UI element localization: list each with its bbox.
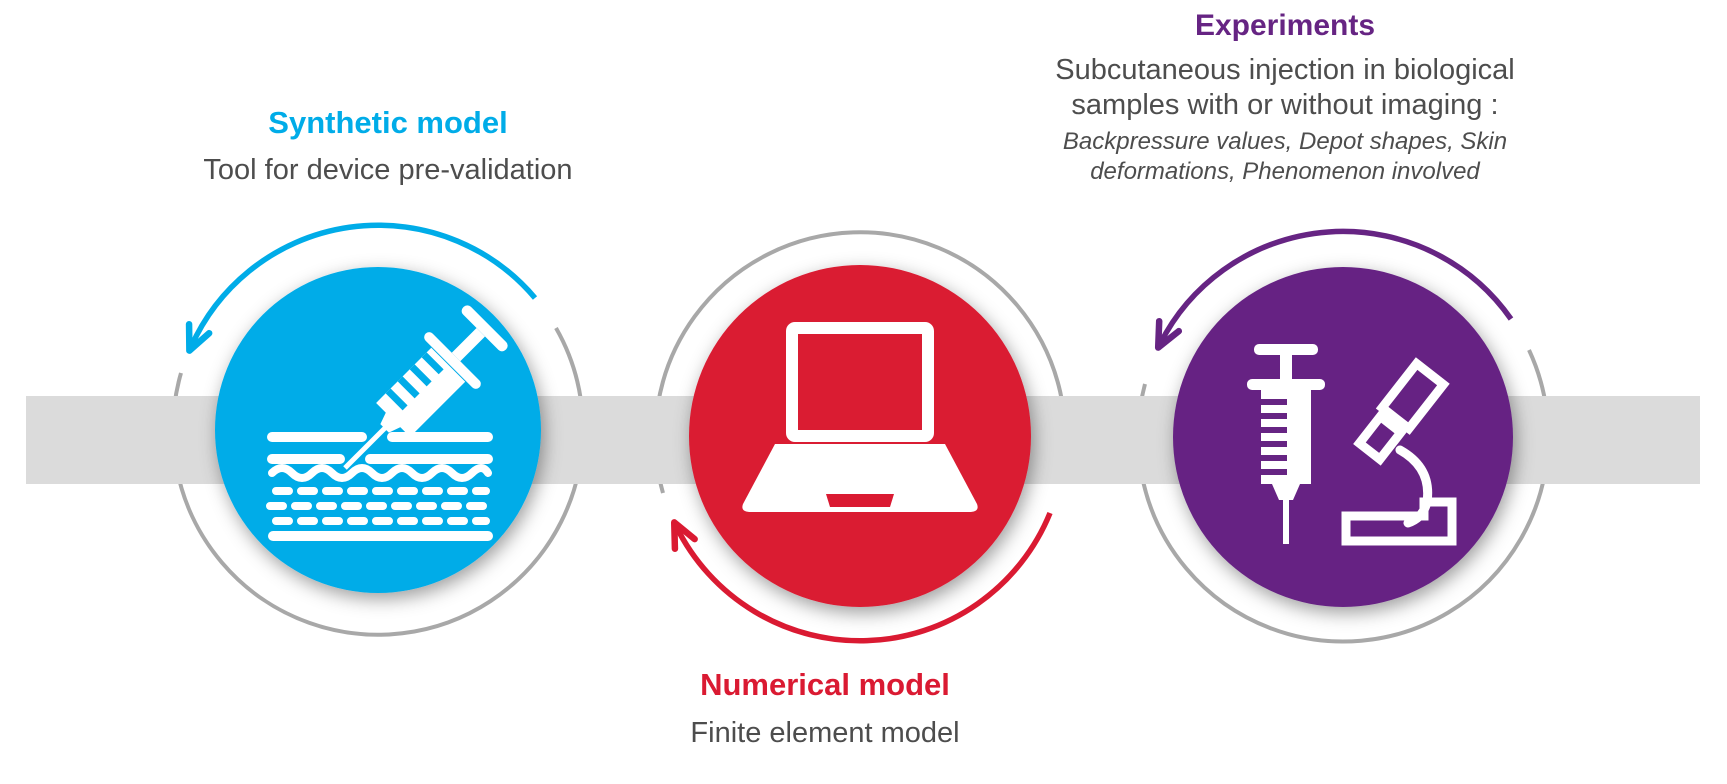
experiments-disc: [1173, 267, 1513, 607]
experiments-subtitle: Subcutaneous injection in biological sam…: [955, 53, 1615, 123]
experiments-node: [1154, 228, 1514, 607]
numerical-model-title: Numerical model: [700, 667, 950, 702]
experiments-cycle-arrow: [1154, 228, 1514, 351]
experiments-subtitle-line1: Subcutaneous injection in biological: [1055, 54, 1515, 86]
experiments-label: Experiments Subcutaneous injection in bi…: [955, 8, 1615, 187]
numerical-cycle-arrow: [670, 511, 1053, 644]
numerical-model-label: Numerical model Finite element model: [525, 666, 1125, 751]
experiments-subtitle-line2: samples with or without imaging :: [1071, 89, 1499, 121]
synthetic-cycle-arrow: [185, 222, 538, 354]
experiments-detail: Backpressure values, Depot shapes, Skin …: [955, 127, 1615, 187]
synthetic-disc: [215, 267, 541, 593]
experiments-title: Experiments: [1194, 9, 1376, 42]
laptop-icon: [742, 322, 978, 512]
synthetic-model-node: [185, 222, 541, 593]
synthetic-model-title: Synthetic model: [268, 105, 508, 140]
numerical-model-node: [670, 265, 1053, 644]
synthetic-model-label: Synthetic model Tool for device pre-vali…: [88, 104, 688, 188]
numerical-ring: [653, 230, 1068, 494]
experiments-detail-line2: deformations, Phenomenon involved: [1090, 158, 1480, 185]
syringe-and-microscope-icon: [1247, 344, 1457, 546]
numerical-model-subtitle: Finite element model: [690, 717, 960, 750]
syringe-into-skin-icon: [266, 305, 508, 541]
synthetic-model-subtitle: Tool for device pre-validation: [203, 154, 573, 187]
experiments-detail-line1: Backpressure values, Depot shapes, Skin: [1062, 128, 1508, 155]
